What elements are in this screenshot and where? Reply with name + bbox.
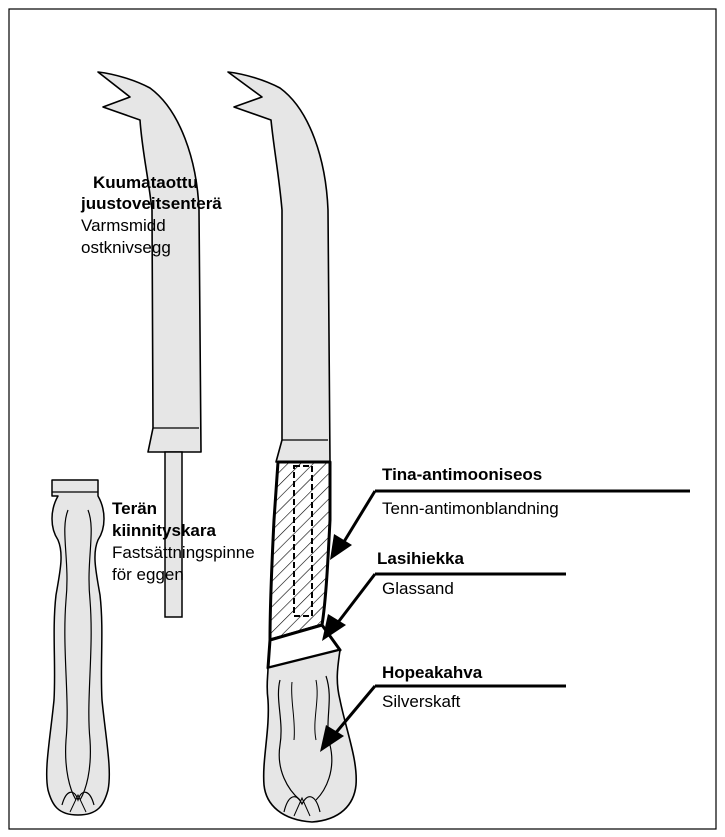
label-tang-sv-2: för eggen [112, 564, 184, 585]
frame-border [9, 9, 716, 829]
label-sand-sv: Glassand [382, 578, 454, 599]
label-handle-sv: Silverskaft [382, 691, 460, 712]
label-handle-fi: Hopeakahva [382, 662, 482, 683]
label-sand-fi: Lasihiekka [377, 548, 464, 569]
label-tang-fi-2: kiinnityskara [112, 520, 216, 541]
left-handle [47, 480, 110, 815]
label-alloy-fi: Tina-antimooniseos [382, 464, 542, 485]
label-tang-fi-1: Terän [112, 498, 157, 519]
label-blade-fi-1: Kuumataottu [93, 172, 198, 193]
label-tang-sv-1: Fastsättningspinne [112, 542, 255, 563]
left-blade [98, 72, 201, 452]
label-alloy-sv: Tenn-antimonblandning [382, 498, 559, 519]
label-blade-sv-1: Varmsmidd [81, 215, 166, 236]
label-blade-sv-2: ostknivsegg [81, 237, 171, 258]
alloy-ferrule [268, 462, 340, 668]
label-blade-fi-2: juustoveitsenterä [81, 193, 222, 214]
right-blade [228, 72, 330, 462]
